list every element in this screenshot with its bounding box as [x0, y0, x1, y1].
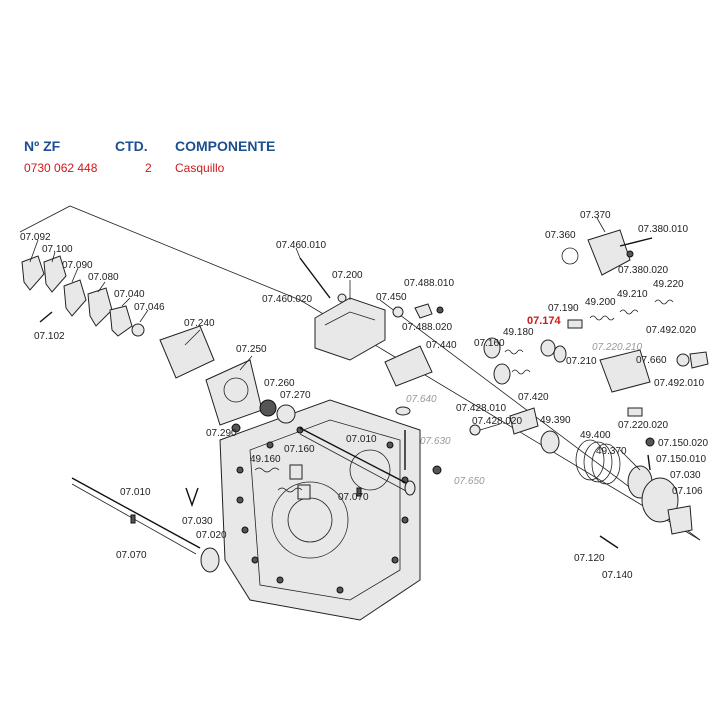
part-label: 49.180 [503, 327, 534, 338]
header-zf-number: Nº ZF [24, 138, 61, 154]
lower-left-shaft [71, 477, 220, 573]
part-label: 07.250 [236, 344, 267, 355]
ghost-part-label: 07.630 [420, 436, 451, 447]
part-label: 07.070 [338, 492, 369, 503]
leader-lines [29, 217, 641, 471]
part-label: 07.080 [88, 272, 119, 283]
part-label: 49.210 [617, 289, 648, 300]
part-label: 49.220 [653, 279, 684, 290]
part-label: 07.030 [670, 470, 701, 481]
part-label: 07.260 [264, 378, 295, 389]
part-label: 07.420 [518, 392, 549, 403]
part-label: 07.160 [474, 338, 505, 349]
part-label: 07.220.020 [618, 420, 668, 431]
part-label: 07.270 [280, 390, 311, 401]
part-label: 07.200 [332, 270, 363, 281]
part-label: 07.090 [62, 260, 93, 271]
header-component: COMPONENTE [175, 138, 276, 154]
part-label: 07.070 [116, 550, 147, 561]
part-label: 07.460.020 [262, 294, 312, 305]
row-quantity: 2 [145, 161, 152, 175]
part-label: 07.428.010 [456, 403, 506, 414]
main-housing [219, 399, 421, 621]
right-parts-cluster [469, 229, 709, 549]
part-label: 07.120 [574, 553, 605, 564]
part-label: 49.200 [585, 297, 616, 308]
part-label: 07.040 [114, 289, 145, 300]
part-label: 07.290 [206, 428, 237, 439]
part-label: 07.660 [636, 355, 667, 366]
part-label: 07.488.010 [404, 278, 454, 289]
valve-body-top [299, 257, 444, 387]
part-labels: 07.092 07.100 07.090 07.080 07.040 07.04… [20, 210, 708, 581]
part-label: 07.140 [602, 570, 633, 581]
row-zf-number: 0730 062 448 [24, 161, 98, 175]
part-label: 07.492.010 [654, 378, 704, 389]
part-label: 07.450 [376, 292, 407, 303]
part-label: 07.360 [545, 230, 576, 241]
center-shaft [254, 406, 442, 500]
part-label: 07.240 [184, 318, 215, 329]
part-label: 07.100 [42, 244, 73, 255]
part-label: 07.488.020 [402, 322, 452, 333]
part-label: 07.106 [672, 486, 703, 497]
part-label: 07.370 [580, 210, 611, 221]
part-label: 07.440 [426, 340, 457, 351]
row-component: Casquillo [175, 161, 225, 175]
part-label: 07.102 [34, 331, 65, 342]
part-label: 07.492.020 [646, 325, 696, 336]
part-label: 07.380.010 [638, 224, 688, 235]
part-label: 07.210 [566, 356, 597, 367]
part-label: 07.020 [196, 530, 227, 541]
part-label: 07.092 [20, 232, 51, 243]
part-label: 07.046 [134, 302, 165, 313]
part-label: 07.160 [284, 444, 315, 455]
part-label: 07.380.020 [618, 265, 668, 276]
part-label: 07.428.020 [472, 416, 522, 427]
part-label: 07.010 [346, 434, 377, 445]
ghost-part-label: 07.650 [454, 476, 485, 487]
part-label: 49.390 [540, 415, 571, 426]
part-label: 07.030 [182, 516, 213, 527]
part-label: 49.400 [580, 430, 611, 441]
part-label: 07.460.010 [276, 240, 326, 251]
ghost-part-label: 07.640 [406, 394, 437, 405]
part-label-highlighted: 07.174 [527, 315, 562, 327]
left-parts-cluster [21, 255, 296, 433]
ghost-part-label: 07.220.210 [592, 342, 642, 353]
part-label: 07.190 [548, 303, 579, 314]
part-label: 07.150.010 [656, 454, 706, 465]
part-label: 07.010 [120, 487, 151, 498]
part-label: 49.370 [596, 446, 627, 457]
part-label: 07.150.020 [658, 438, 708, 449]
header-quantity: CTD. [115, 138, 148, 154]
part-label: 49.160 [250, 454, 281, 465]
